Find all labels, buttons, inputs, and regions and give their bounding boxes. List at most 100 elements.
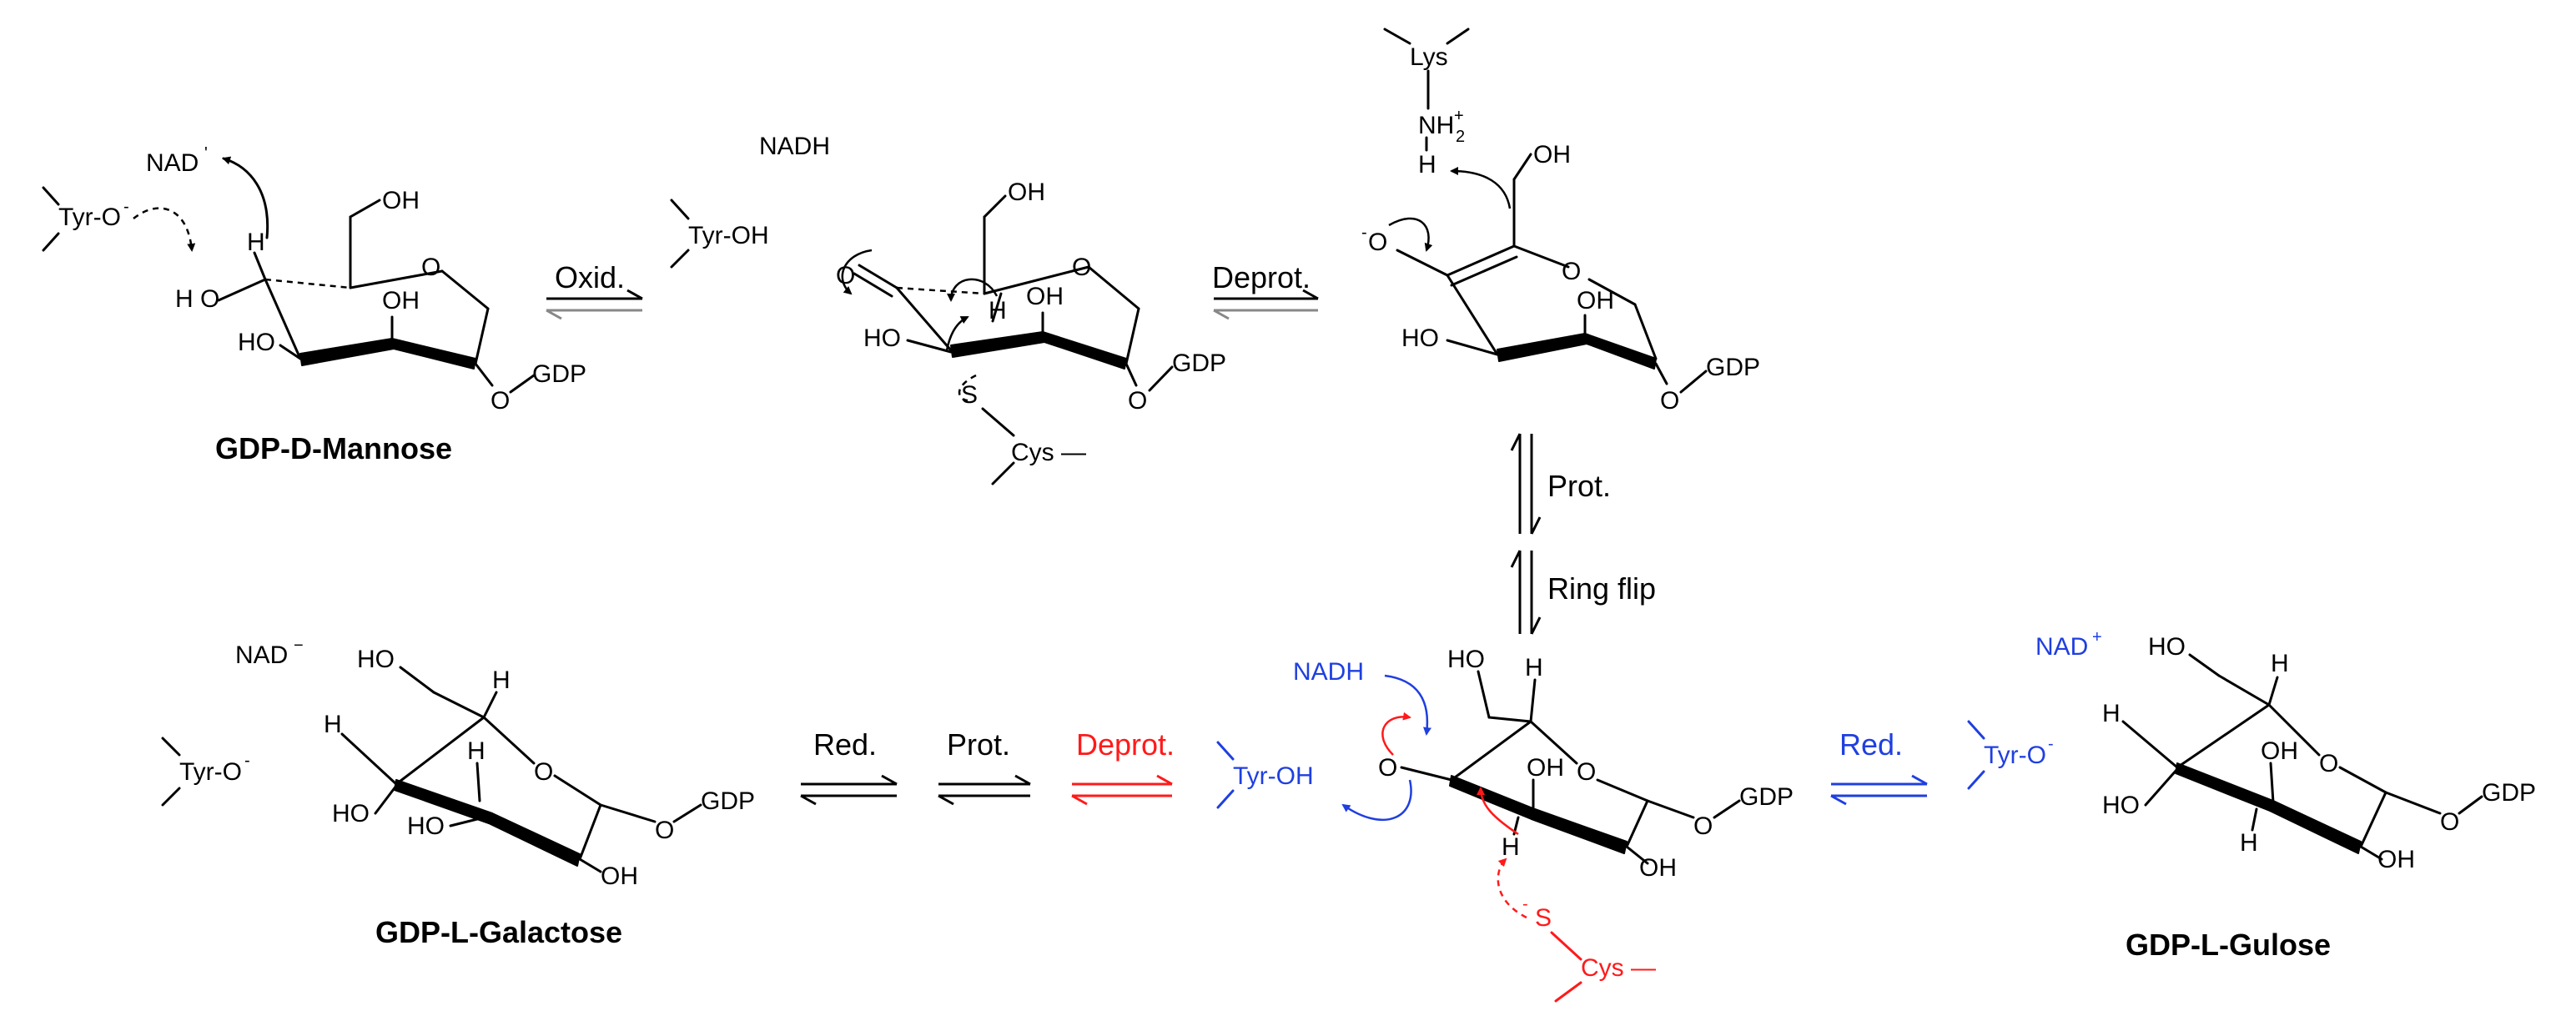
- keto-s: S: [961, 381, 978, 409]
- flip-oh-3: OH: [1527, 754, 1564, 782]
- galactose-h-left: H: [324, 711, 342, 738]
- lys-nh-sub: 2: [1456, 128, 1465, 146]
- mannose-oh-3: OH: [382, 287, 420, 314]
- enol-ho: HO: [1401, 324, 1439, 352]
- mannose-name: GDP-D-Mannose: [215, 431, 452, 465]
- enol-oh-3: OH: [1577, 287, 1614, 314]
- lys-label: Lys: [1410, 43, 1448, 71]
- deprot-top-label: Deprot.: [1212, 260, 1311, 294]
- galactose-name: GDP-L-Galactose: [375, 915, 622, 949]
- flip-h-top: H: [1525, 654, 1543, 681]
- flipped-intermediate: Tyr-OH NADH HO H O O OH H OH O GDP S - C: [1216, 646, 1794, 1003]
- vertical-arrows: Prot. Ring flip: [1510, 433, 1656, 635]
- lys-h: H: [1418, 151, 1436, 179]
- enol-ch2oh: OH: [1533, 141, 1571, 168]
- red-left-label: Red.: [813, 727, 877, 762]
- mannose-h: H: [247, 229, 265, 256]
- enol-o-minus: O: [1368, 229, 1387, 256]
- flip-cys: Cys: [1581, 954, 1624, 982]
- flip-ring-o: O: [1577, 758, 1596, 786]
- gulose-gdp: GDP: [2482, 779, 2536, 807]
- nad-top-label: NAD: [146, 149, 199, 177]
- galactose-ho-1: HO: [332, 800, 370, 827]
- mannose-ho-1: H O: [175, 285, 219, 313]
- gulose-ring-o: O: [2319, 750, 2338, 777]
- gulose-ho: HO: [2102, 792, 2140, 819]
- flip-s: S: [1535, 904, 1552, 932]
- gulose-h-bottom: H: [2240, 829, 2258, 857]
- mannose-gdp: GDP: [532, 360, 586, 388]
- flip-s-charge: -: [1522, 895, 1528, 913]
- keto-ring-o: O: [1072, 254, 1091, 281]
- mannose-ho-2: HO: [238, 329, 275, 356]
- flip-gdp-o: O: [1693, 812, 1713, 840]
- galactose-oh: OH: [601, 863, 638, 890]
- flip-gdp: GDP: [1739, 783, 1794, 811]
- keto-intermediate: NADH Tyr-OH O O OH H OH HO O GDP S Cys: [670, 133, 1226, 485]
- keto-gdp-o: O: [1128, 387, 1147, 415]
- flip-oh: OH: [1639, 854, 1677, 882]
- oxid-arrow: Oxid.: [546, 260, 643, 320]
- galactose-gdp-o: O: [655, 817, 674, 844]
- flip-cys-dash: —: [1631, 954, 1656, 982]
- nad-minus-sup: −: [294, 636, 304, 655]
- red-right-arrow: Red.: [1830, 727, 1928, 806]
- keto-cys-dash: —: [1061, 439, 1086, 466]
- gulose-tyr-o: Tyr-O: [1984, 742, 2046, 769]
- galactose-tyr-charge: -: [244, 752, 250, 770]
- enol-o-charge: -: [1361, 224, 1367, 242]
- gulose-structure: Tyr-O - NAD + HO H O H OH HO H OH O GDP: [1967, 628, 2536, 873]
- mannose-ch2oh: OH: [382, 187, 420, 214]
- gulose-oh-3: OH: [2261, 737, 2298, 765]
- nad-plus-sup: +: [2092, 628, 2102, 646]
- prot-vertical-label: Prot.: [1547, 469, 1611, 503]
- enol-gdp: GDP: [1706, 354, 1760, 381]
- red-right-label: Red.: [1839, 727, 1903, 762]
- keto-gdp: GDP: [1172, 350, 1226, 377]
- galactose-structure: NAD − Tyr-O - HO H O H H HO HO OH O GDP: [161, 636, 755, 890]
- galactose-h-top: H: [492, 666, 511, 694]
- enol-ring-o: O: [1562, 258, 1581, 285]
- gulose-h-left: H: [2102, 700, 2121, 727]
- mannose-structure: Tyr-O - NAD ' H H O O OH OH HO O GDP: [42, 144, 586, 415]
- bottom-left-arrows: Red. Prot. Deprot.: [800, 727, 1175, 806]
- prot-left-label: Prot.: [947, 727, 1010, 762]
- mannose-ring-o: O: [421, 254, 440, 281]
- tyr-oh-top: Tyr-OH: [688, 222, 769, 249]
- lys-nh-sup: +: [1454, 107, 1464, 125]
- galactose-gdp: GDP: [701, 787, 755, 815]
- tyr-o-label: Tyr-O: [58, 204, 121, 231]
- gulose-h-top: H: [2271, 650, 2289, 677]
- nadh-top: NADH: [759, 133, 830, 160]
- enolate-intermediate: Lys NH 2 + H OH O - O OH HO O GDP: [1361, 28, 1760, 415]
- galactose-h-mid: H: [467, 737, 486, 765]
- deprot-left-label: Deprot.: [1076, 727, 1175, 762]
- galactose-ho-2: HO: [407, 812, 445, 840]
- keto-ch2oh: OH: [1008, 179, 1045, 206]
- nad-top-sup: ': [204, 144, 208, 163]
- deprot-top-arrow: Deprot.: [1212, 260, 1319, 320]
- lys-nh: NH: [1418, 112, 1454, 139]
- oxid-label: Oxid.: [555, 260, 625, 294]
- nad-plus-label: NAD: [2035, 633, 2088, 661]
- flip-ch2oh: HO: [1447, 646, 1485, 673]
- galactose-tyr-o: Tyr-O: [179, 758, 242, 786]
- enol-gdp-o: O: [1660, 387, 1679, 415]
- gulose-ch2oh: HO: [2148, 633, 2186, 661]
- keto-cys: Cys: [1011, 439, 1054, 466]
- gulose-name: GDP-L-Gulose: [2126, 928, 2331, 962]
- keto-ho: HO: [863, 324, 901, 352]
- tyr-o-charge: -: [123, 198, 129, 216]
- nad-minus-label: NAD: [235, 641, 288, 669]
- ring-flip-label: Ring flip: [1547, 571, 1656, 606]
- gulose-tyr-charge: -: [2048, 735, 2054, 753]
- keto-oh-3: OH: [1026, 283, 1064, 310]
- galactose-ring-o: O: [534, 758, 553, 786]
- mannose-gdp-o: O: [491, 387, 510, 415]
- flip-h-bottom: H: [1502, 833, 1520, 861]
- keto-o: O: [836, 262, 855, 289]
- nadh-blue: NADH: [1293, 658, 1364, 686]
- gulose-oh: OH: [2377, 846, 2415, 873]
- flip-c-o: O: [1378, 754, 1397, 782]
